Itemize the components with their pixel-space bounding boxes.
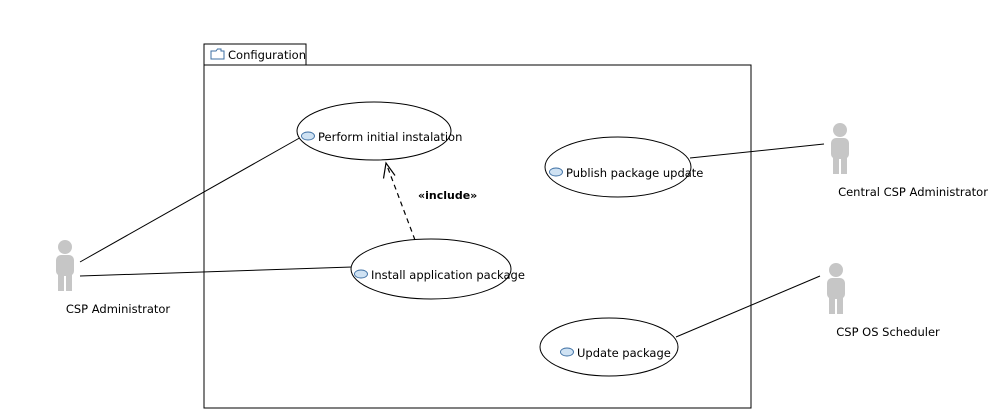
use-case-icon (301, 131, 315, 141)
use-case-publish-package-update[interactable]: Publish package update (544, 136, 703, 198)
actor-icon (831, 123, 849, 174)
actor-csp-os-scheduler[interactable]: CSP OS Scheduler (827, 263, 940, 339)
use-case-label: Publish package update (566, 166, 703, 180)
include-stereotype-label: «include» (418, 189, 477, 202)
actor-central-csp-administrator[interactable]: Central CSP Administrator (831, 123, 988, 199)
association-admin-install[interactable] (79, 266, 353, 277)
include-dependency[interactable] (382, 161, 416, 241)
use-case-label: Perform initial instalation (318, 130, 462, 144)
actor-icon (827, 263, 845, 314)
association-central-publish[interactable] (689, 143, 825, 159)
association-scheduler-update[interactable] (675, 275, 821, 338)
actor-icon (56, 240, 74, 291)
use-case-install-application-package[interactable]: Install application package (350, 238, 525, 300)
association-admin-perform[interactable] (79, 135, 304, 263)
actor-label: Central CSP Administrator (838, 185, 988, 199)
use-case-label: Install application package (371, 268, 525, 282)
use-case-icon (560, 347, 574, 357)
use-case-icon (354, 269, 368, 279)
use-case-label: Update package (577, 346, 671, 360)
actor-csp-administrator[interactable]: CSP Administrator (56, 240, 170, 316)
use-case-update-package[interactable]: Update package (539, 317, 679, 377)
folder-icon (210, 48, 225, 60)
actor-label: CSP Administrator (66, 302, 171, 316)
package-title: Configuration (228, 48, 306, 62)
actor-label: CSP OS Scheduler (836, 325, 940, 339)
use-case-icon (549, 167, 563, 177)
use-case-perform-initial-installation[interactable]: Perform initial instalation (296, 101, 462, 161)
